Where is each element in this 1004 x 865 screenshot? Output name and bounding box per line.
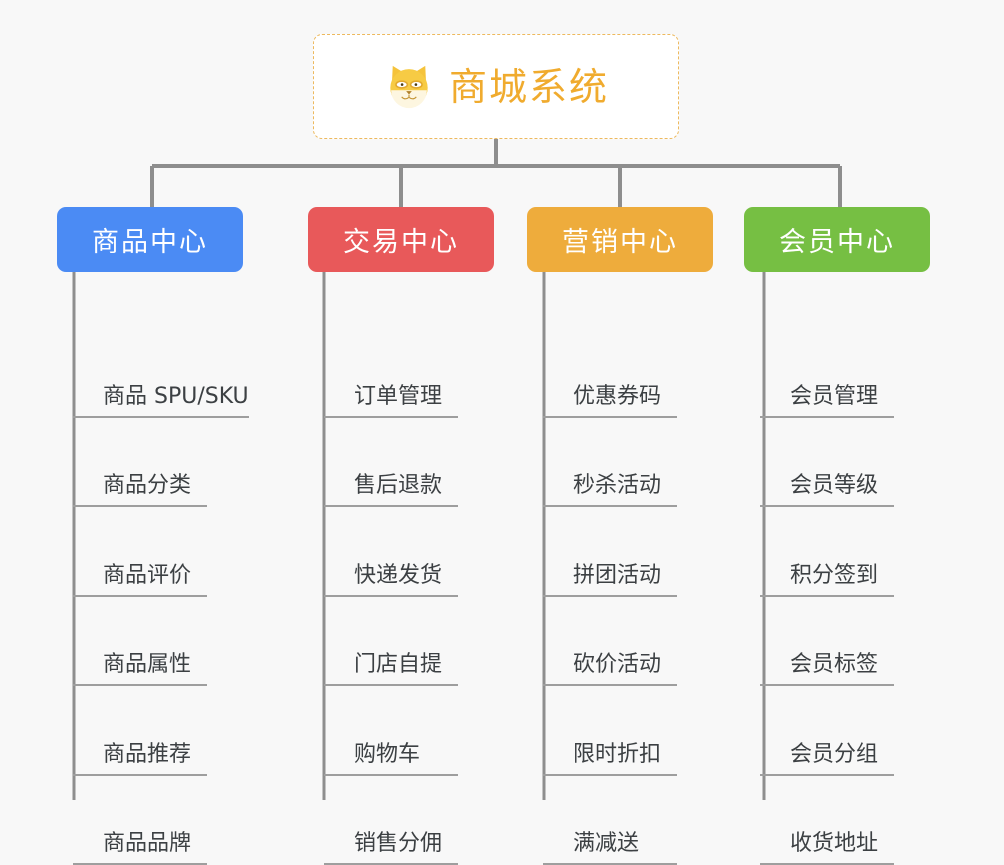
leaf-item[interactable]: 会员分组 (760, 736, 894, 776)
leaf-item-label: 满减送 (543, 832, 677, 865)
leaf-item[interactable]: 售后退款 (324, 467, 458, 508)
leaf-item-label: 秒杀活动 (543, 474, 677, 508)
leaf-item-label: 售后退款 (324, 474, 458, 508)
leaf-item[interactable]: 拼团活动 (543, 557, 677, 597)
shiba-dog-emoji-icon (383, 61, 435, 113)
column-3: 营销中心优惠券码秒杀活动拼团活动砍价活动限时折扣满减送 (527, 207, 713, 865)
column-header-4[interactable]: 会员中心 (744, 207, 930, 272)
leaf-item[interactable]: 砍价活动 (543, 646, 677, 687)
leaf-item-label: 订单管理 (324, 385, 458, 418)
column-1: 商品中心商品 SPU/SKU 商品分类商品评价商品属性商品推荐商品品牌 (57, 207, 249, 865)
leaf-item[interactable]: 商品推荐 (73, 736, 207, 776)
leaf-item[interactable]: 商品 SPU/SKU (73, 378, 249, 418)
leaf-item[interactable]: 商品评价 (73, 557, 207, 597)
leaf-item[interactable]: 商品品牌 (73, 825, 207, 865)
leaf-item-label: 购物车 (324, 742, 458, 776)
column-header-3[interactable]: 营销中心 (527, 207, 713, 272)
leaf-item-label: 会员标签 (760, 653, 894, 687)
root-title: 商城系统 (448, 64, 609, 109)
leaf-item-label: 销售分佣 (324, 832, 458, 865)
root-node[interactable]: 商城系统 (313, 34, 679, 139)
leaf-item[interactable]: 快递发货 (324, 557, 458, 597)
leaf-item-label: 砍价活动 (543, 653, 677, 687)
leaf-item[interactable]: 限时折扣 (543, 736, 677, 776)
leaf-item-label: 快递发货 (324, 564, 458, 597)
leaf-item-label: 会员等级 (760, 474, 894, 508)
leaf-item[interactable]: 商品分类 (73, 467, 207, 508)
leaf-item-label: 商品品牌 (73, 832, 207, 865)
column-header-1[interactable]: 商品中心 (57, 207, 243, 272)
leaf-item-label: 商品 SPU/SKU (73, 385, 249, 418)
leaf-item[interactable]: 订单管理 (324, 378, 458, 418)
leaf-item[interactable]: 会员管理 (760, 378, 894, 418)
leaf-item-label: 收货地址 (760, 832, 894, 865)
leaf-item-label: 商品属性 (73, 653, 207, 687)
leaf-item-label: 拼团活动 (543, 564, 677, 597)
leaf-item-label: 商品推荐 (73, 742, 207, 776)
leaf-item-label: 优惠券码 (543, 385, 677, 418)
leaf-item[interactable]: 购物车 (324, 736, 458, 776)
leaf-item-label: 商品评价 (73, 564, 207, 597)
leaf-item-label: 限时折扣 (543, 742, 677, 776)
column-header-2[interactable]: 交易中心 (308, 207, 494, 272)
leaf-item-label: 会员分组 (760, 742, 894, 776)
column-2: 交易中心订单管理售后退款快递发货门店自提购物车销售分佣 (308, 207, 494, 865)
leaf-item[interactable]: 门店自提 (324, 646, 458, 687)
leaf-item[interactable]: 商品属性 (73, 646, 207, 687)
leaf-item-label: 会员管理 (760, 385, 894, 418)
leaf-item[interactable]: 会员等级 (760, 467, 894, 508)
mindmap-canvas: 商城系统 商品中心商品 SPU/SKU 商品分类商品评价商品属性商品推荐商品品牌 交… (57, 34, 930, 865)
leaf-item-label: 积分签到 (760, 564, 894, 597)
leaf-item-label: 商品分类 (73, 474, 207, 508)
leaf-item[interactable]: 积分签到 (760, 557, 894, 597)
column-4: 会员中心会员管理会员等级积分签到会员标签会员分组收货地址 (744, 207, 930, 865)
leaf-item[interactable]: 秒杀活动 (543, 467, 677, 508)
leaf-item[interactable]: 满减送 (543, 825, 677, 865)
leaf-item[interactable]: 会员标签 (760, 646, 894, 687)
leaf-item-label: 门店自提 (324, 653, 458, 687)
leaf-item[interactable]: 销售分佣 (324, 825, 458, 865)
leaf-item[interactable]: 收货地址 (760, 825, 894, 865)
leaf-item[interactable]: 优惠券码 (543, 378, 677, 418)
